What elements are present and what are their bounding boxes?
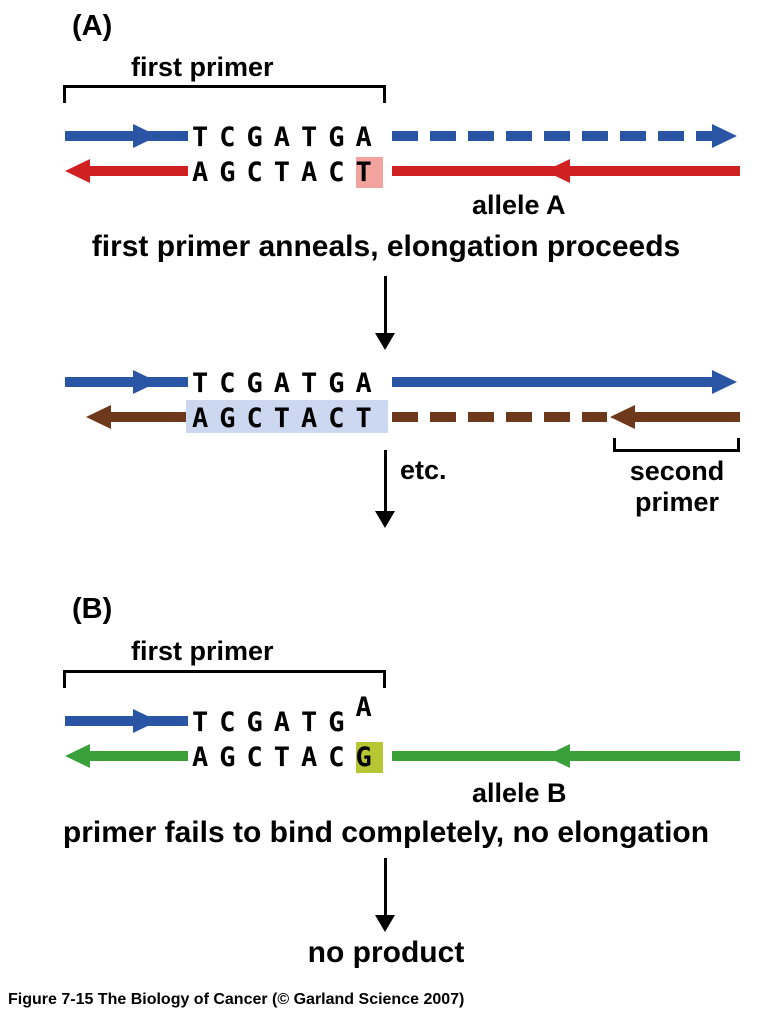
template-sequence-text: AGCTAC — [192, 157, 356, 188]
primer-b-arrow-body — [65, 716, 188, 726]
second-primer-label-line2: primer — [634, 487, 720, 517]
polymorphic-base-t: T — [355, 157, 383, 188]
allele-b-label: allele B — [472, 778, 567, 808]
allele-b-mid-arrowhead-icon — [545, 744, 570, 768]
allele-b-strand-left-segment — [89, 751, 188, 761]
step2-top-sequence: TCGATGA — [192, 367, 383, 401]
second-primer-elongation-dashed-body — [392, 412, 607, 422]
step2-bottom-left-segment — [110, 412, 188, 422]
primer-sequence-a: TCGATGA — [192, 121, 383, 155]
elongation-arrowhead-icon — [712, 124, 737, 148]
panel-b-caption: primer fails to bind completely, no elon… — [62, 816, 710, 849]
polymorphic-base-g: G — [355, 742, 383, 773]
second-primer-arrowhead-icon — [610, 405, 635, 429]
step2-top-sequence-text: TCGATGA — [192, 368, 383, 399]
allele-b-template-sequence: AGCTACG — [192, 741, 383, 775]
step2-bottom-left-arrowhead-icon — [86, 405, 111, 429]
figure-credit: Figure 7-15 The Biology of Cancer (© Gar… — [8, 991, 465, 1008]
first-primer-arrow-body — [65, 131, 188, 141]
step2-top-end-arrowhead-icon — [712, 370, 737, 394]
down-arrow-2-shaft — [384, 450, 387, 512]
allele-a-mid-arrowhead-icon — [545, 159, 570, 183]
first-primer-label-a: first primer — [131, 52, 274, 82]
no-product-label: no product — [307, 936, 465, 969]
down-arrow-1-head-icon — [375, 333, 395, 350]
down-arrow-3-shaft — [384, 858, 387, 916]
allele-a-label: allele A — [472, 190, 566, 220]
etc-label: etc. — [400, 455, 447, 485]
first-primer-bracket-b — [63, 670, 386, 688]
allele-b-sequence-text: AGCTAC — [192, 742, 356, 773]
allele-b-left-arrowhead-icon — [65, 744, 90, 768]
step2-top-strand-left-segment — [65, 377, 188, 387]
first-primer-bracket-a — [63, 85, 386, 103]
first-primer-label-b: first primer — [131, 636, 274, 666]
step2-bottom-sequence: AGCTACT — [192, 402, 383, 436]
elongation-dashed-arrow-body — [392, 131, 714, 141]
step2-top-mid-arrowhead-icon — [133, 370, 158, 394]
panel-b-label: (B) — [72, 593, 113, 625]
first-primer-arrowhead-icon — [133, 124, 158, 148]
second-primer-label-line1: second — [629, 456, 725, 486]
step2-bottom-sequence-text: AGCTACT — [192, 403, 383, 434]
primer-binding-site-highlight — [186, 400, 388, 433]
down-arrow-1-shaft — [384, 276, 387, 334]
second-primer-bracket — [613, 438, 740, 452]
primer-sequence-text: TCGATGA — [192, 122, 383, 153]
allele-a-strand-left-segment — [89, 166, 188, 176]
primer-b-sequence-text: TCGATG — [192, 707, 356, 738]
down-arrow-2-head-icon — [375, 511, 395, 528]
panel-a-caption: first primer anneals, elongation proceed… — [91, 230, 681, 263]
primer-b-sequence: TCGATGA — [192, 692, 383, 740]
step2-top-strand-right-segment — [392, 377, 714, 387]
primer-b-arrowhead-icon — [133, 709, 158, 733]
allele-a-left-arrowhead-icon — [65, 159, 90, 183]
panel-a-label: (A) — [72, 10, 113, 42]
down-arrow-3-head-icon — [375, 915, 395, 932]
mismatched-base-a: A — [355, 692, 383, 723]
second-primer-body — [635, 412, 740, 422]
allele-a-template-sequence: AGCTACT — [192, 156, 383, 190]
